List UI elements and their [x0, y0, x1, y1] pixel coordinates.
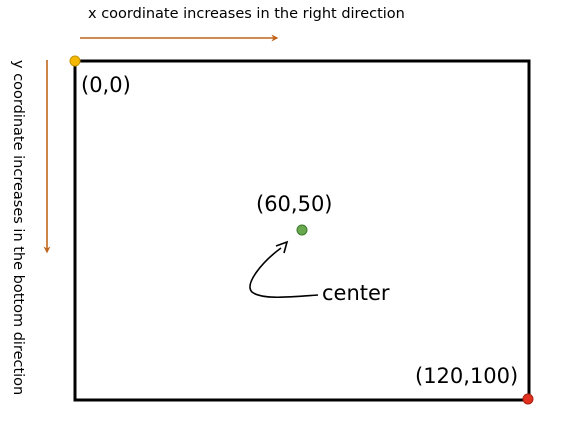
center-pointer-arrow — [249, 247, 319, 299]
coordinate-frame — [73, 59, 531, 402]
center-pointer-arrowhead — [275, 240, 289, 254]
x-direction-label: x coordinate increases in the right dire… — [88, 6, 405, 22]
corner-label: (120,100) — [415, 364, 518, 388]
origin-point — [69, 55, 81, 67]
midpoint-label: (60,50) — [256, 192, 333, 216]
y-direction-label: y coordinate increases in the bottom dir… — [10, 60, 26, 395]
center-label: center — [322, 281, 390, 305]
origin-label: (0,0) — [81, 73, 131, 97]
midpoint-point — [296, 224, 308, 236]
corner-point — [522, 393, 534, 405]
